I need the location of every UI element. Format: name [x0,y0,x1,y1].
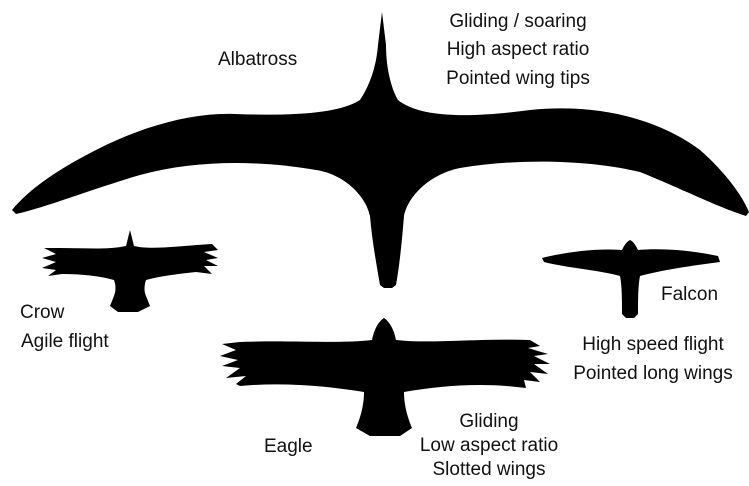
crow-trait-agile: Agile flight [21,331,109,353]
albatross-trait-aspect: High aspect ratio [430,39,606,61]
albatross-name-label: Albatross [218,49,297,71]
eagle-trait-gliding: Gliding [406,411,572,433]
eagle-name-label: Eagle [264,436,313,458]
falcon-silhouette [542,240,720,318]
albatross-trait-tips: Pointed wing tips [430,68,606,90]
crow-name-label: Crow [20,302,64,324]
falcon-trait-speed: High speed flight [562,334,744,356]
crow-silhouette [42,230,218,312]
falcon-name-label: Falcon [661,284,718,306]
albatross-trait-gliding: Gliding / soaring [430,11,606,33]
eagle-trait-slotted: Slotted wings [406,459,572,481]
falcon-trait-wings: Pointed long wings [562,363,744,385]
eagle-trait-aspect: Low aspect ratio [406,435,572,457]
albatross-silhouette [12,12,749,288]
